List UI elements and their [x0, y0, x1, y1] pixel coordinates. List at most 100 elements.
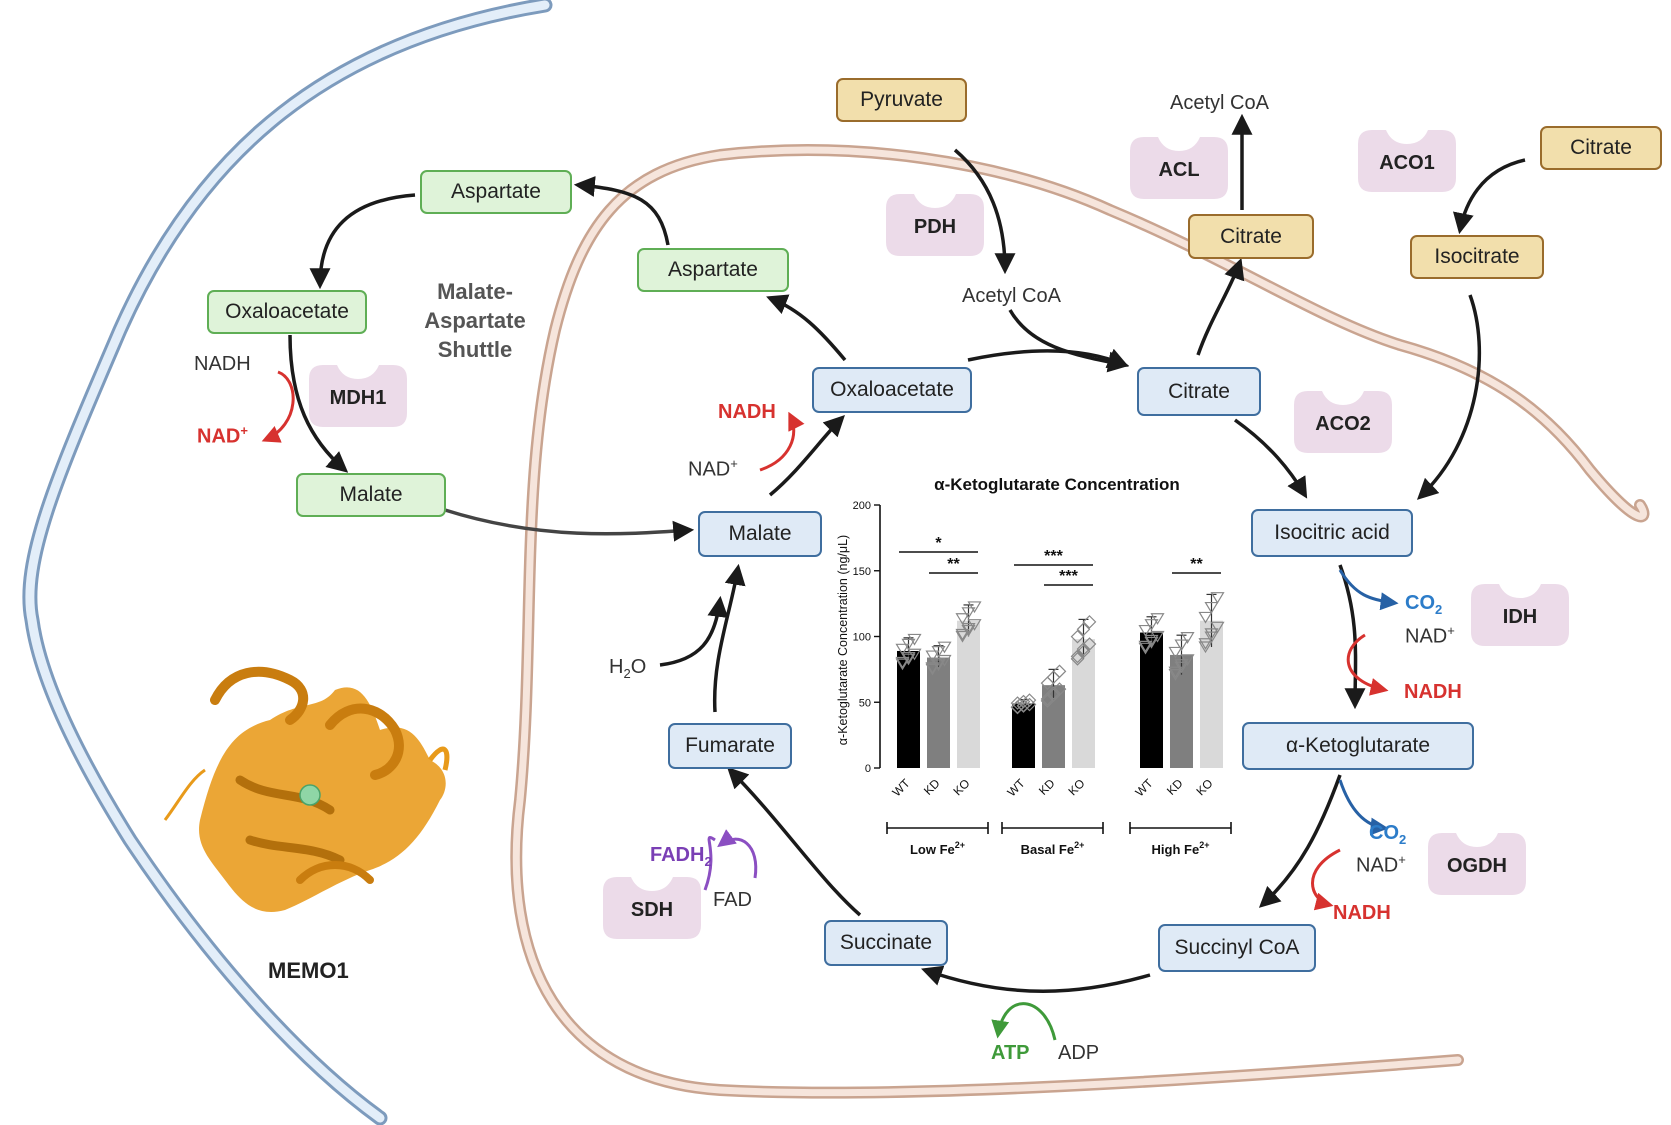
node-aspartate-mito: Aspartate	[637, 248, 789, 292]
label-co2-idh-sub: 2	[1435, 602, 1443, 617]
label-fadh2: FADH2	[650, 845, 712, 868]
shuttle-title-line2: Aspartate	[424, 308, 526, 333]
arrow-succinylcoa-to-succinate	[921, 965, 1151, 993]
arrow-atp	[991, 1002, 1057, 1041]
label-h2o-o: O	[630, 656, 647, 678]
node-citrate-mito-label: Citrate	[1168, 379, 1230, 403]
label-acetyl-coa-cyto: Acetyl CoA	[1170, 92, 1269, 114]
arrow-succinate-to-fumarate	[727, 767, 862, 917]
enzyme-aco1-label: ACO1	[1379, 152, 1435, 174]
label-nad-mdh-text: NAD	[688, 458, 731, 481]
arrow-pyruvate-to-acetylcoa	[953, 148, 1016, 275]
arrow-mdh-nadh	[759, 411, 805, 472]
node-isocitric-acid-label: Isocitric acid	[1274, 521, 1390, 544]
label-nad-ogdh-sup: +	[1398, 852, 1406, 867]
arrow-malate-to-oxaloacetate	[768, 415, 845, 497]
label-nad-ogdh-text: NAD	[1356, 854, 1399, 877]
label-adp: ADP	[1058, 1042, 1100, 1064]
cell-membrane	[22, 0, 553, 1125]
node-isocitric-acid: Isocitric acid	[1251, 509, 1413, 557]
arrow-citrate-to-isocitrate-cyto	[1453, 158, 1526, 235]
enzyme-aco2-label: ACO2	[1315, 413, 1371, 435]
arrow-sdh-fadh2-head	[717, 829, 758, 879]
arrow-ogdh-co2	[1338, 779, 1389, 836]
node-malate-cyto: Malate	[296, 473, 446, 517]
node-oxaloacetate-mito: Oxaloacetate	[812, 367, 972, 413]
node-isocitrate-cyto: Isocitrate	[1410, 235, 1544, 279]
memo1-protein-structure	[163, 666, 450, 912]
enzyme-sdh: SDH	[603, 873, 701, 939]
arrow-ogdh-nadh	[1311, 848, 1341, 911]
label-atp: ATP	[991, 1042, 1030, 1064]
memo1-label: MEMO1	[268, 958, 349, 983]
arrow-aspartate-mito-out	[573, 176, 670, 246]
label-fadh2-text: FADH	[650, 844, 705, 866]
label-nad-mdh-sup: +	[730, 456, 738, 471]
node-alpha-ketoglutarate-label: α-Ketoglutarate	[1285, 734, 1431, 757]
label-h2o: H2O	[609, 657, 646, 680]
enzyme-idh-shape	[1471, 584, 1569, 646]
label-co2-ogdh: CO2	[1369, 823, 1406, 846]
label-co2-ogdh-sub: 2	[1399, 832, 1407, 847]
node-succinyl-coa-label: Succinyl CoA	[1174, 936, 1300, 959]
label-nad-idh-text: NAD	[1405, 625, 1448, 648]
node-oxaloacetate-mito-label: Oxaloacetate	[830, 378, 954, 401]
label-nadh-mdh1-in: NADH	[194, 353, 251, 375]
reaction-arrows	[288, 113, 1526, 993]
label-h2o-sub: 2	[623, 666, 631, 681]
shuttle-title-line1: Malate-	[437, 279, 513, 304]
arrow-aspartate-to-oxaloacetate-cyto	[309, 193, 416, 290]
node-citrate-export-label: Citrate	[1220, 224, 1282, 248]
node-pyruvate: Pyruvate	[836, 78, 967, 122]
enzyme-acl: ACL	[1130, 133, 1228, 199]
enzyme-aco1: ACO1	[1358, 126, 1456, 192]
enzyme-pdh-label: PDH	[913, 216, 957, 238]
arrow-malate-cyto-to-mito	[444, 508, 695, 542]
node-citrate-cyto: Citrate	[1540, 126, 1662, 170]
enzyme-aco2: ACO2	[1294, 387, 1392, 453]
label-nad-ogdh: NAD+	[1356, 853, 1406, 876]
enzyme-acl-label: ACL	[1158, 159, 1200, 181]
arrow-oxaloacetate-to-aspartate-mito	[766, 294, 847, 362]
label-nadh-idh: NADH	[1404, 681, 1462, 703]
node-malate-mito: Malate	[698, 511, 822, 557]
arrow-isocitrate-to-isocitric	[1416, 294, 1482, 500]
arrow-oxaloacetate-to-citrate	[967, 348, 1129, 369]
enzyme-sdh-shape	[603, 877, 701, 939]
enzyme-mdh1-label: MDH1	[329, 387, 387, 409]
node-malate-cyto-label: Malate	[339, 483, 403, 506]
enzyme-pdh: PDH	[886, 190, 984, 256]
label-fadh2-sub: 2	[704, 854, 712, 869]
label-nad-mdh-in: NAD+	[688, 457, 738, 480]
arrow-acetylcoa-to-citrate	[1008, 309, 1130, 373]
label-co2-idh: CO2	[1405, 593, 1442, 616]
node-fumarate-label: Fumarate	[685, 734, 775, 757]
node-oxaloacetate-cyto-label: Oxaloacetate	[225, 300, 349, 323]
arrow-isocitric-to-akg	[1338, 564, 1366, 710]
enzyme-ogdh: OGDH	[1428, 829, 1526, 895]
arrow-akg-to-succinylcoa	[1258, 774, 1342, 908]
arrow-mdh1-nadh	[261, 370, 295, 443]
label-nadh-ogdh: NADH	[1333, 902, 1391, 924]
label-fad: FAD	[713, 889, 752, 911]
node-succinyl-coa: Succinyl CoA	[1158, 924, 1316, 972]
label-h2o-h: H	[609, 656, 624, 678]
enzyme-ogdh-label: OGDH	[1447, 855, 1507, 877]
node-isocitrate-cyto-label: Isocitrate	[1434, 245, 1520, 268]
node-aspartate-cyto: Aspartate	[420, 170, 572, 214]
enzyme-idh-label: IDH	[1502, 606, 1538, 628]
node-succinate: Succinate	[824, 920, 948, 966]
node-aspartate-cyto-label: Aspartate	[451, 180, 541, 203]
label-nad-mdh1-sup: +	[240, 423, 248, 438]
enzyme-ogdh-shape	[1428, 833, 1526, 895]
node-alpha-ketoglutarate: α-Ketoglutarate	[1242, 722, 1474, 770]
arrow-sdh-fadh2	[703, 836, 716, 891]
label-nad-idh: NAD+	[1405, 624, 1455, 647]
label-nad-mdh1-out: NAD+	[197, 424, 248, 447]
arrow-h2o-to-malate	[659, 595, 729, 667]
arrow-oxaloacetate-to-malate-cyto	[288, 334, 349, 473]
node-citrate-export: Citrate	[1188, 214, 1314, 259]
node-succinate-label: Succinate	[839, 931, 933, 954]
enzyme-mdh1: MDH1	[309, 361, 407, 427]
